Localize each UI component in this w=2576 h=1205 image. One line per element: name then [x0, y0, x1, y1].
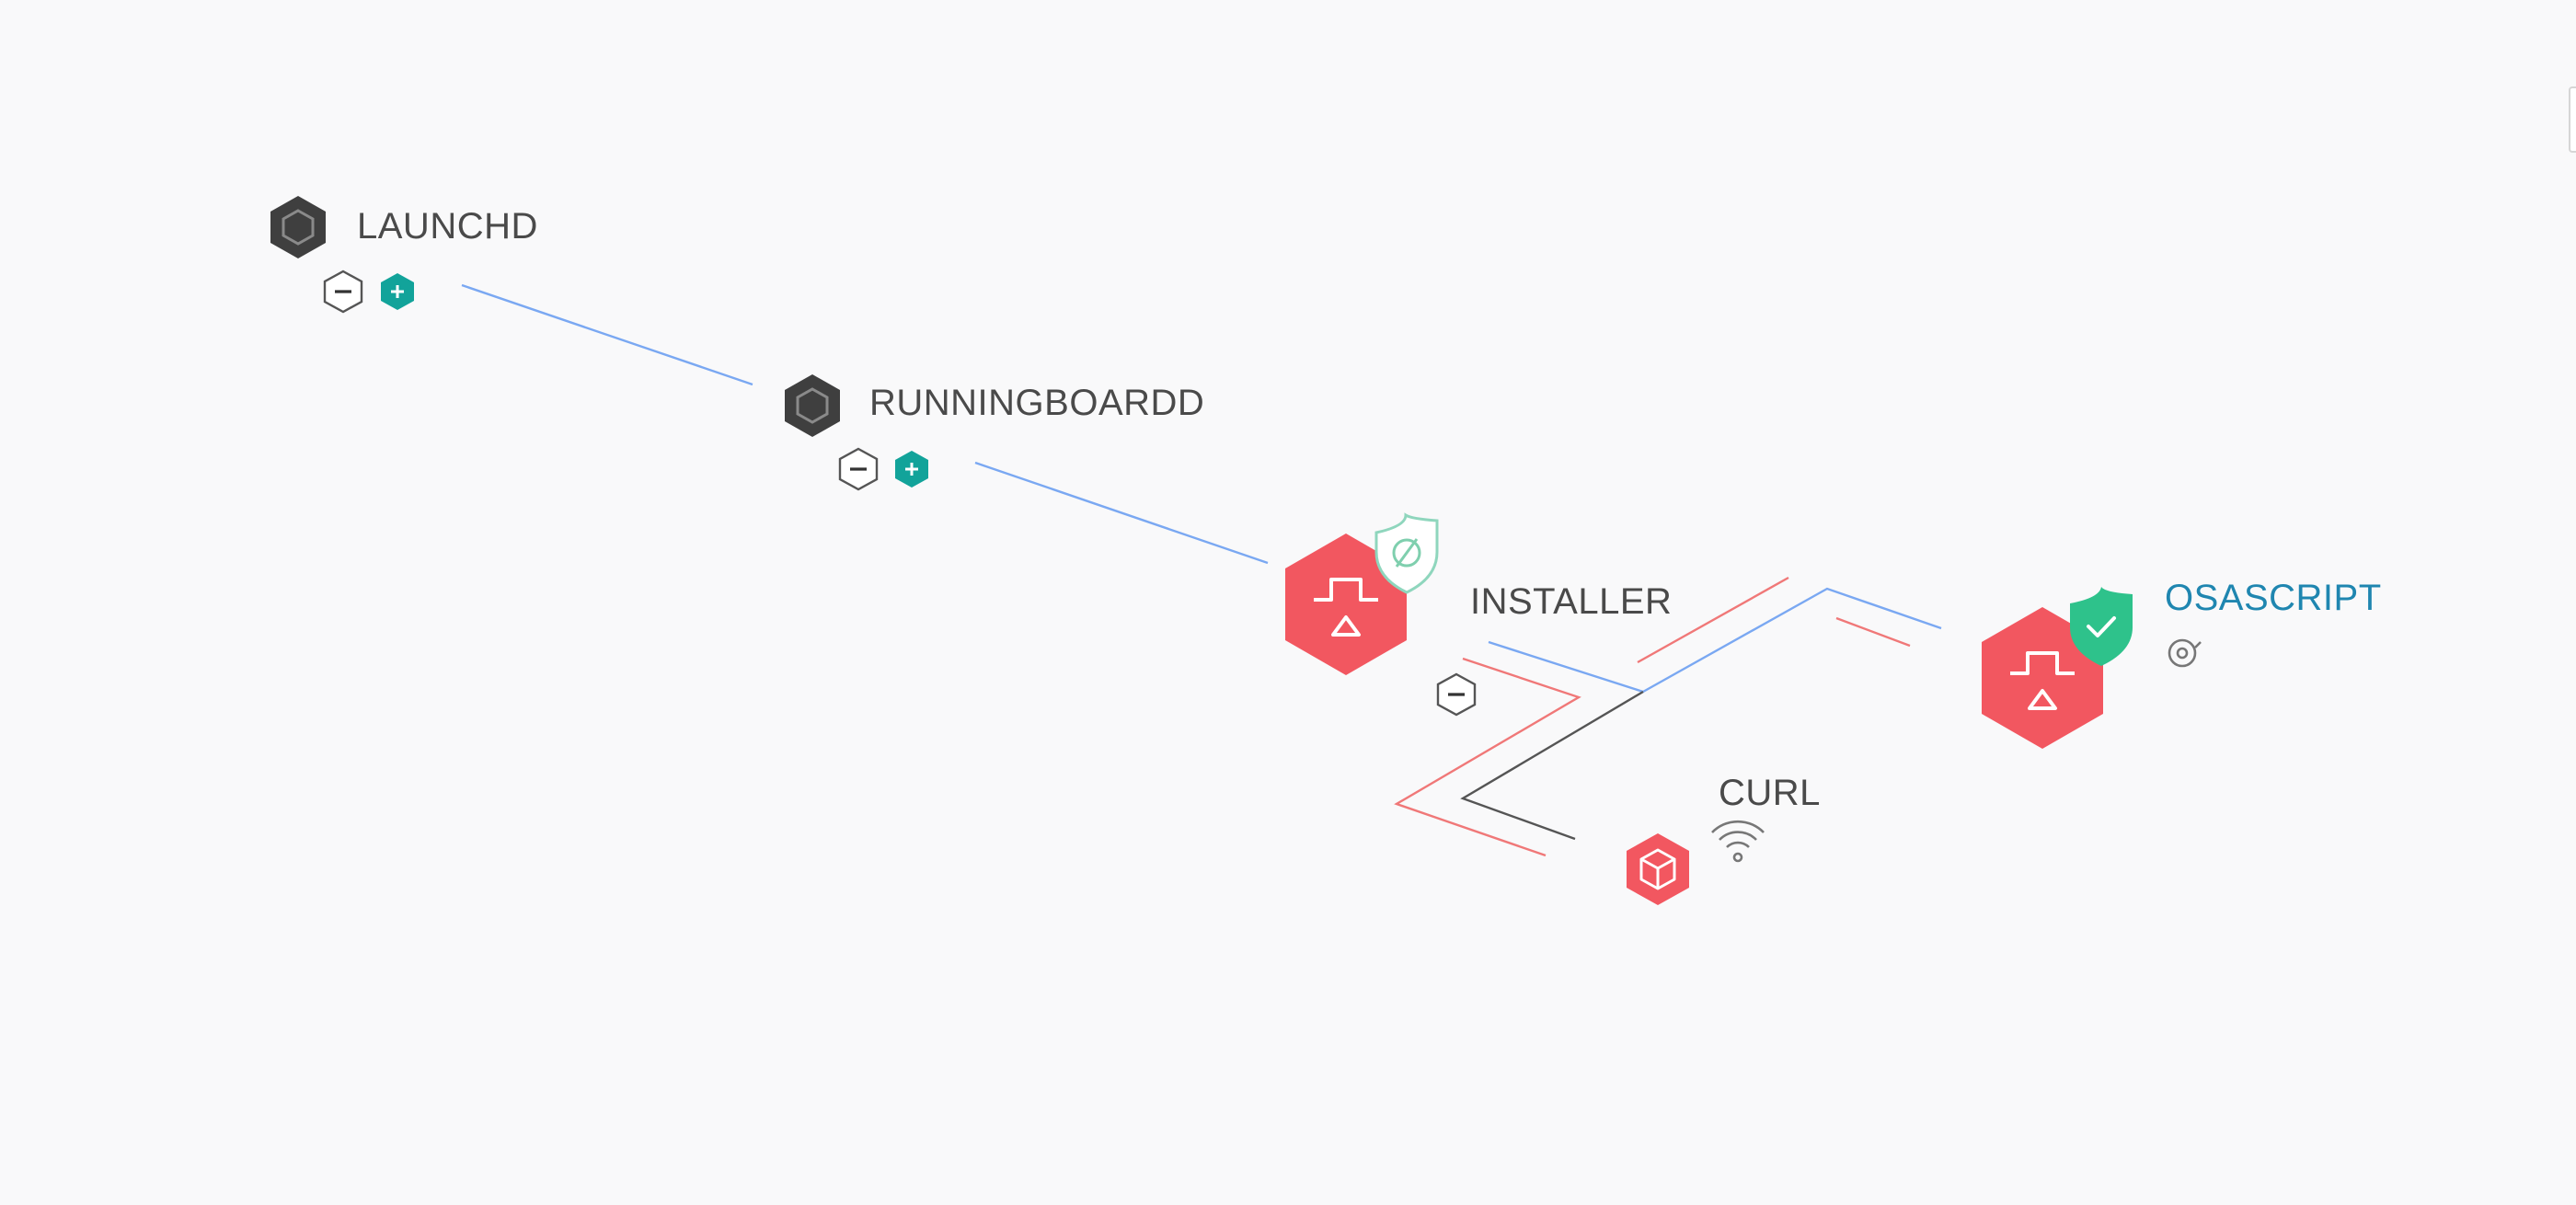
expand-plus-icon[interactable] [381, 273, 414, 310]
expand-plus-icon[interactable] [895, 451, 928, 488]
shield-disabled-icon [1374, 512, 1439, 594]
collapse-icon[interactable] [323, 270, 363, 314]
node-launchd[interactable] [270, 196, 414, 314]
node-label-installer[interactable]: INSTALLER [1470, 581, 1673, 622]
cube-alert-icon [1627, 833, 1689, 905]
installer-alert-icon [1285, 534, 1407, 675]
node-curl[interactable] [1627, 820, 1765, 905]
edge-installer-curl [1460, 690, 1644, 841]
node-runningboardd[interactable] [785, 374, 928, 491]
edge-launchd-runningboardd [461, 283, 753, 386]
node-label-runningboardd[interactable]: RUNNINGBOARDD [869, 383, 1205, 423]
hexagon-process-icon [785, 374, 840, 437]
edge-highlight-right [1835, 616, 1911, 648]
target-icon[interactable] [2168, 638, 2202, 668]
edge-highlight-upper [1637, 576, 1789, 664]
collapse-icon[interactable] [1436, 672, 1477, 717]
node-osascript[interactable] [1982, 587, 2202, 749]
node-label-osascript[interactable]: OSASCRIPT [2165, 578, 2382, 618]
side-panel-handle[interactable] [2569, 86, 2576, 153]
shield-check-icon [2070, 587, 2133, 666]
node-label-curl[interactable]: CURL [1719, 773, 1821, 813]
edge-highlight-lower [1394, 657, 1581, 857]
collapse-icon[interactable] [838, 447, 879, 491]
hexagon-process-icon [270, 196, 326, 258]
wifi-icon[interactable] [1711, 820, 1765, 863]
installer-alert-icon [1982, 607, 2103, 749]
node-label-launchd[interactable]: LAUNCHD [357, 206, 538, 247]
node-installer[interactable] [1285, 512, 1477, 717]
edges [461, 283, 1942, 857]
edge-installer-osascript [1488, 587, 1942, 694]
edge-runningboardd-installer [974, 461, 1269, 565]
